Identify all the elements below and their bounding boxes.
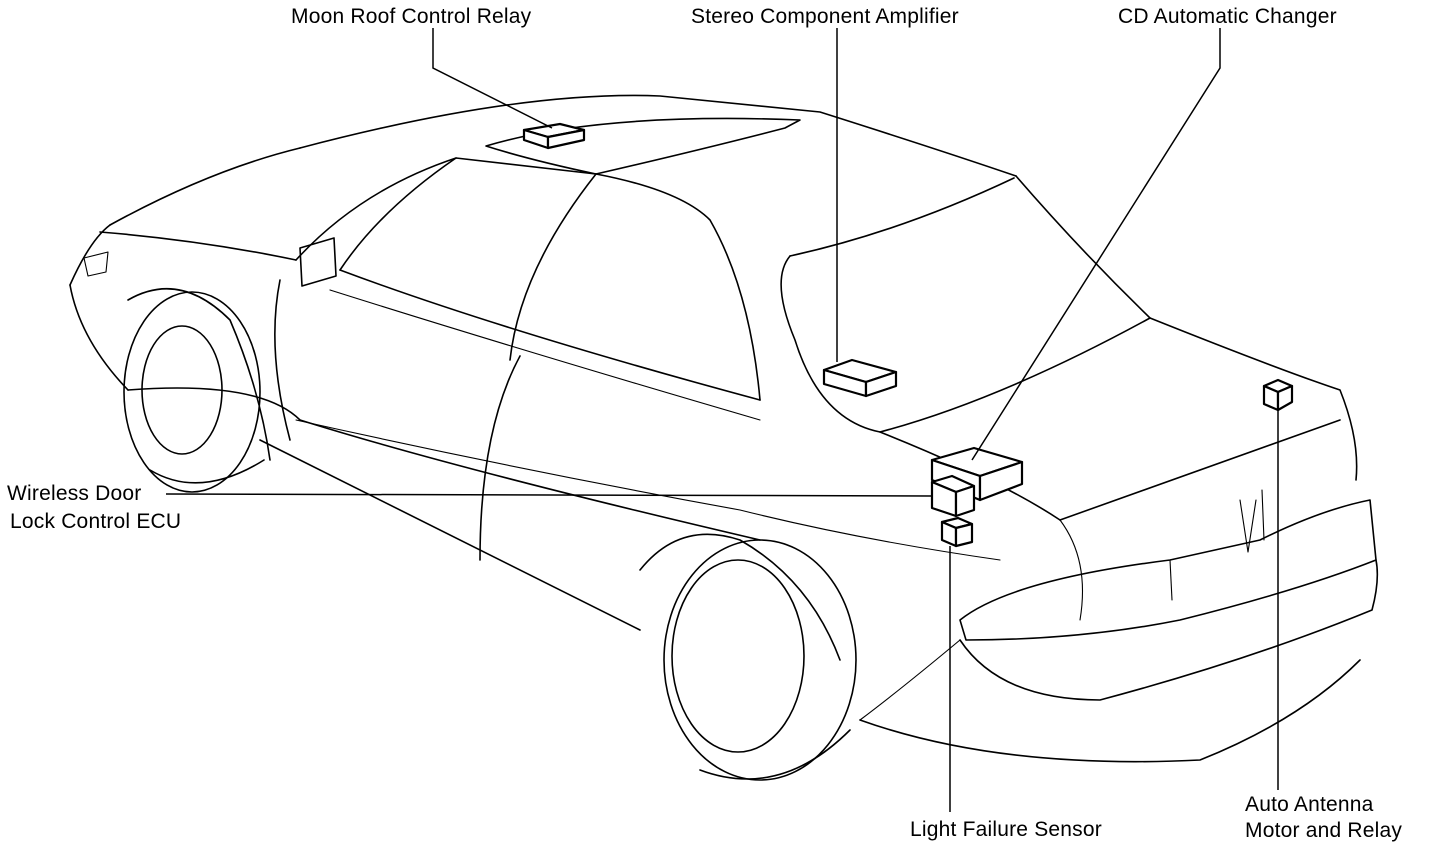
moon-roof-relay-label: Moon Roof Control Relay <box>291 5 532 28</box>
car-outline <box>69 94 1379 781</box>
stereo-amplifier-label: Stereo Component Amplifier <box>691 5 959 28</box>
wireless-door-label-line1: Wireless Door <box>7 482 142 505</box>
cd-changer-label: CD Automatic Changer <box>1118 5 1337 28</box>
moon-roof-relay-component <box>522 122 586 150</box>
wireless-door-label-line2: Lock Control ECU <box>10 510 182 533</box>
auto-antenna-label-line2: Motor and Relay <box>1245 819 1403 842</box>
auto-antenna-label-line1: Auto Antenna <box>1245 793 1374 816</box>
leader-moon-roof <box>432 28 553 129</box>
light-failure-sensor-component <box>940 516 974 548</box>
wireless-door-ecu-component <box>930 474 976 518</box>
auto-antenna-component <box>1262 378 1294 412</box>
leader-wireless-door <box>165 493 933 497</box>
stereo-amplifier-component <box>822 358 898 398</box>
light-failure-sensor-label: Light Failure Sensor <box>910 818 1102 841</box>
leader-cd-changer <box>971 28 1221 461</box>
leader-lines <box>165 28 1279 812</box>
